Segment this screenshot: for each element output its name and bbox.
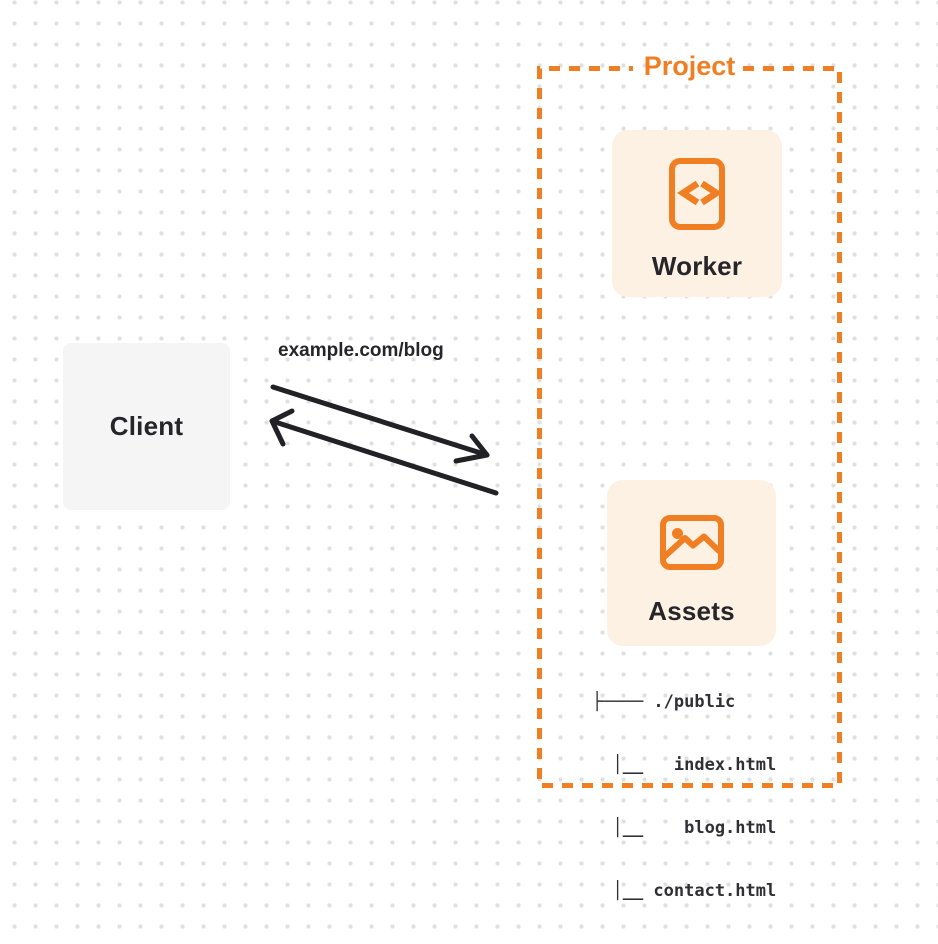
project-dashed-border — [537, 66, 842, 788]
tree-line-index: │__ index.html — [592, 755, 777, 775]
tree-line-blog: │__ blog.html — [592, 818, 777, 838]
worker-node: Worker — [612, 130, 782, 297]
tree-line-contact: │__ contact.html — [592, 881, 777, 901]
request-url-label: example.com/blog — [278, 340, 444, 361]
code-document-icon — [669, 158, 725, 230]
worker-label: Worker — [651, 251, 743, 281]
image-picture-icon — [659, 515, 724, 570]
client-label: Client — [109, 411, 184, 441]
response-arrow — [269, 408, 499, 496]
client-node: Client — [63, 343, 230, 510]
project-title: Project — [643, 51, 736, 81]
assets-node: Assets — [607, 480, 776, 646]
tree-line-public: ├──── ./public — [592, 692, 736, 712]
project-container: Project Worker Assets ├──── ./public │__… — [537, 51, 842, 901]
assets-label: Assets — [648, 596, 735, 626]
assets-file-tree: ├──── ./public │__ index.html │__ blog.h… — [592, 650, 776, 944]
request-arrow — [270, 384, 490, 464]
